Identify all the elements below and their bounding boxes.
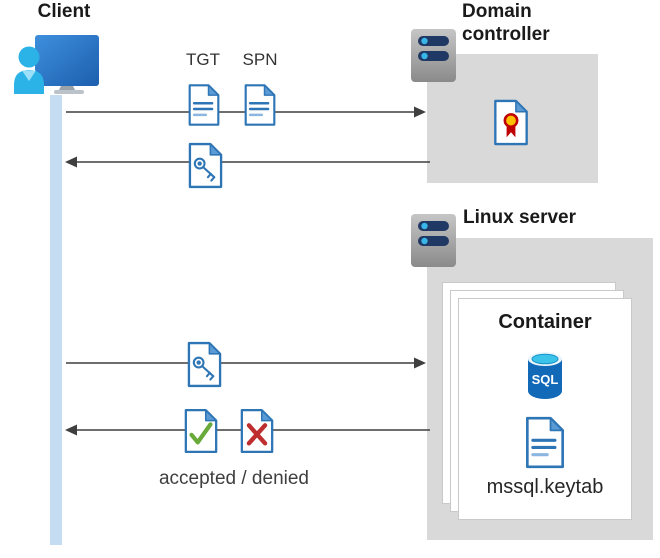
keytab-label: mssql.keytab	[486, 476, 604, 498]
client-title: Client	[37, 1, 91, 22]
tgt-label: TGT	[186, 50, 220, 69]
person-body	[14, 70, 44, 94]
person-collar	[22, 70, 36, 81]
tgt-document-icon	[188, 84, 220, 126]
person-head	[18, 46, 40, 68]
arrowhead-left-2	[65, 424, 77, 436]
monitor-screen	[35, 35, 99, 86]
arrowhead-left-1	[65, 156, 77, 168]
certificate-document-icon	[494, 99, 528, 146]
client-lifeline	[50, 95, 62, 545]
accepted-document-icon	[184, 409, 218, 453]
key-document-icon	[187, 341, 222, 388]
arrowhead-right-1	[414, 106, 426, 118]
domain-controller-title: Domain controller	[462, 1, 550, 45]
linux-server-title: Linux server	[463, 207, 576, 228]
server-icon	[411, 29, 456, 82]
arrowhead-right-2	[414, 357, 426, 369]
sql-text: SQL	[532, 372, 559, 387]
sql-database-icon: SQL	[528, 352, 562, 399]
denied-document-icon	[240, 409, 274, 453]
keytab-document-icon	[526, 416, 564, 469]
key-document-icon	[188, 142, 223, 189]
client-user-monitor-icon	[14, 35, 99, 94]
container-title: Container	[498, 311, 592, 333]
accepted-denied-caption: accepted / denied	[158, 468, 309, 489]
server-icon	[411, 214, 456, 267]
spn-label: SPN	[242, 50, 278, 69]
spn-document-icon	[244, 84, 276, 126]
container-card	[458, 298, 632, 520]
monitor-stand-base	[54, 90, 84, 94]
